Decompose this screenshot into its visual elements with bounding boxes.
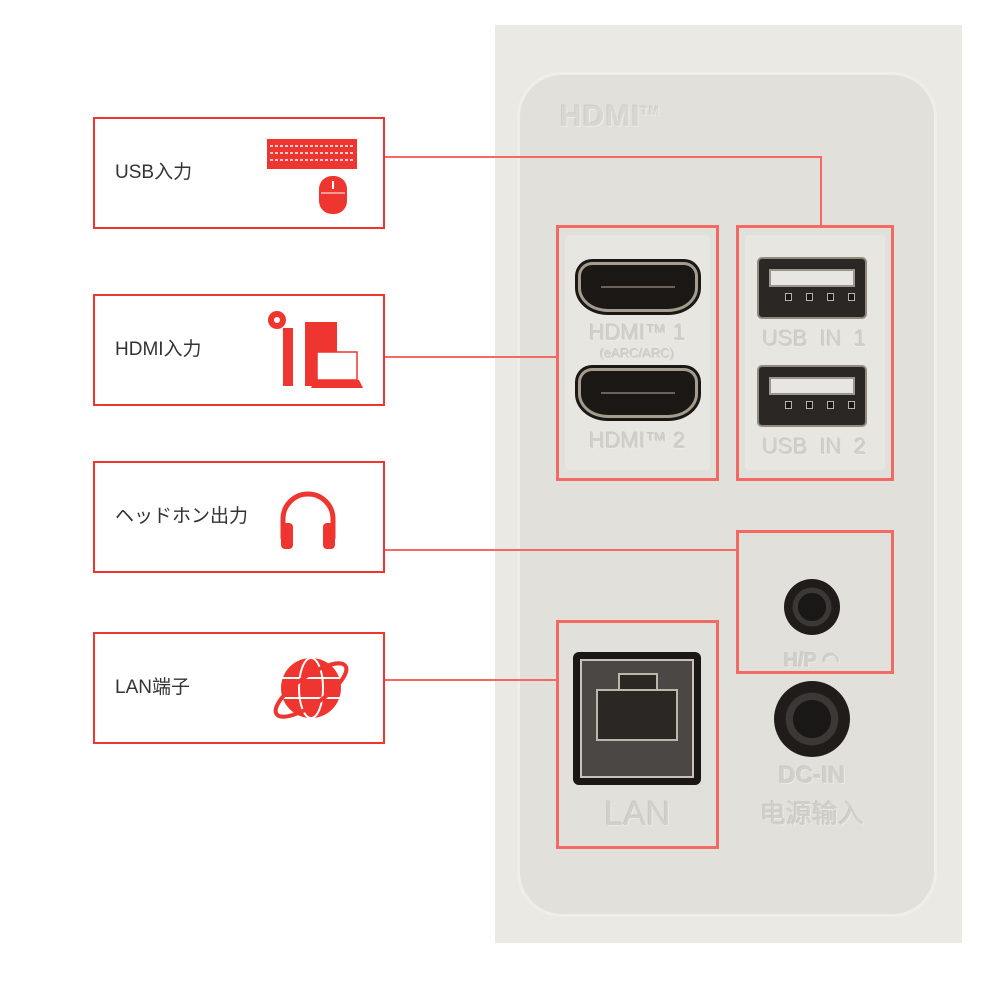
callout-usb-label: USB入力 (115, 162, 193, 183)
headphones-icon (280, 491, 336, 549)
headphone-small-icon: ◠ (822, 650, 840, 672)
globe-network-icon (273, 657, 349, 719)
headphone-connector-line (385, 549, 737, 551)
lan-highlight (556, 620, 719, 849)
callout-lan: LAN端子 (93, 632, 385, 744)
hdmi-port-2 (578, 368, 698, 418)
headphone-jack (784, 579, 840, 635)
lan-port (573, 652, 701, 785)
dc-in-jack (774, 681, 850, 757)
callout-usb: USB入力 (93, 117, 385, 229)
hdmi-connector-line (385, 356, 557, 358)
hdmi1-label: HDMI™ 1 (589, 320, 686, 345)
hp-label: H/P ◠ (784, 650, 840, 672)
lan-connector-line (385, 679, 557, 681)
callout-lan-label: LAN端子 (115, 677, 190, 698)
callout-hdmi: HDMI入力 (93, 294, 385, 406)
callout-headphone-label: ヘッドホン出力 (115, 506, 249, 527)
callout-headphone: ヘッドホン出力 (93, 461, 385, 573)
headphone-highlight (736, 530, 894, 674)
keyboard-mouse-icon (267, 139, 357, 214)
hdmi-highlight (556, 225, 719, 481)
hdmi-logo: HDMITM (560, 100, 660, 133)
dc-in-label: DC-IN (778, 762, 846, 789)
pc-laptop-icon (268, 311, 363, 388)
hdmi-port-1 (578, 262, 698, 312)
usb1-label: USB IN 1 (762, 326, 867, 351)
usb-port-2 (757, 365, 867, 427)
usb2-label: USB IN 2 (762, 434, 867, 459)
lan-label: LAN (604, 795, 671, 833)
hdmi2-label: HDMI™ 2 (589, 428, 686, 453)
dc-in-sublabel: 电源输入 (759, 799, 864, 829)
usb-highlight (736, 225, 894, 481)
usb-connector-line (385, 156, 822, 158)
hdmi1-sublabel: (eARC/ARC) (600, 346, 675, 361)
callout-hdmi-label: HDMI入力 (115, 339, 202, 360)
usb-connector-line-vertical (820, 156, 822, 226)
usb-port-1 (757, 257, 867, 319)
